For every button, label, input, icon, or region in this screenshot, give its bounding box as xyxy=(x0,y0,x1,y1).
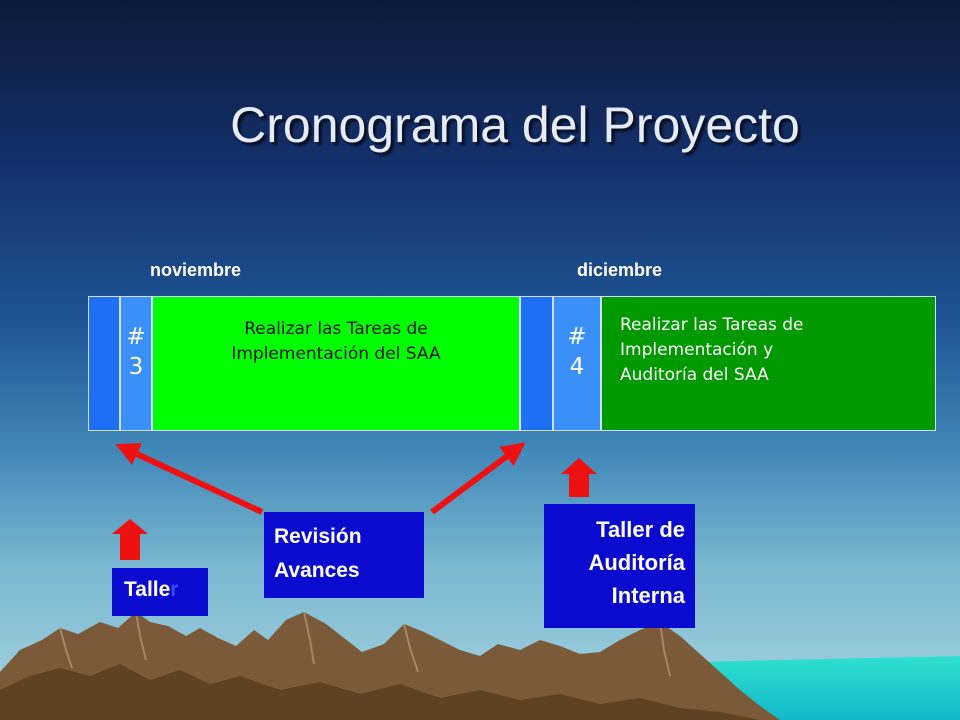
task-implementation-segment: Realizar las Tareas de Implementación de… xyxy=(152,296,520,431)
taller-auditoria-line: Taller de xyxy=(596,517,685,542)
milestone-3-number: 3 xyxy=(128,353,144,380)
task-audit-line: Implementación y xyxy=(620,340,774,360)
taller-auditoria-line: Interna xyxy=(611,583,685,608)
arrow-right xyxy=(430,442,526,515)
revision-line: Avances xyxy=(274,559,360,582)
task-audit-label: Realizar las Tareas de Implementación y … xyxy=(620,313,804,388)
up-arrow-icon xyxy=(561,458,597,497)
taller-text-faded: r xyxy=(170,578,179,601)
task-audit-segment: Realizar las Tareas de Implementación y … xyxy=(601,296,936,431)
arrow-left xyxy=(115,443,264,515)
taller-auditoria-box: Taller de Auditoría Interna xyxy=(544,504,695,628)
taller-box: Taller xyxy=(112,568,208,616)
month-label-november: noviembre xyxy=(150,260,242,280)
month-label-december: diciembre xyxy=(577,260,663,280)
milestone-3-symbol: # xyxy=(126,323,146,350)
near-mountains xyxy=(0,664,760,720)
page-title: Cronograma del Proyecto xyxy=(230,97,800,153)
revision-avances-box: Revisión Avances xyxy=(264,512,424,598)
task-implementation-label: Realizar las Tareas de Implementación de… xyxy=(231,319,441,364)
taller-text: Talle xyxy=(124,578,171,601)
water-shape xyxy=(690,656,960,720)
taller-auditoria-line: Auditoría xyxy=(588,550,685,575)
up-arrow-icon xyxy=(112,519,148,560)
milestone-3-marker: # 3 xyxy=(120,296,152,431)
milestone-4-symbol: # xyxy=(567,323,587,350)
milestone-4-marker: # 4 xyxy=(553,296,601,431)
task-audit-line: Auditoría del SAA xyxy=(620,365,769,385)
milestone-4-number: 4 xyxy=(569,353,585,380)
far-mountains xyxy=(0,612,780,720)
timeline-segment-start xyxy=(88,296,120,431)
revision-line: Revisión xyxy=(274,525,362,548)
task-audit-line: Realizar las Tareas de xyxy=(620,315,804,335)
timeline-segment-mid xyxy=(520,296,553,431)
